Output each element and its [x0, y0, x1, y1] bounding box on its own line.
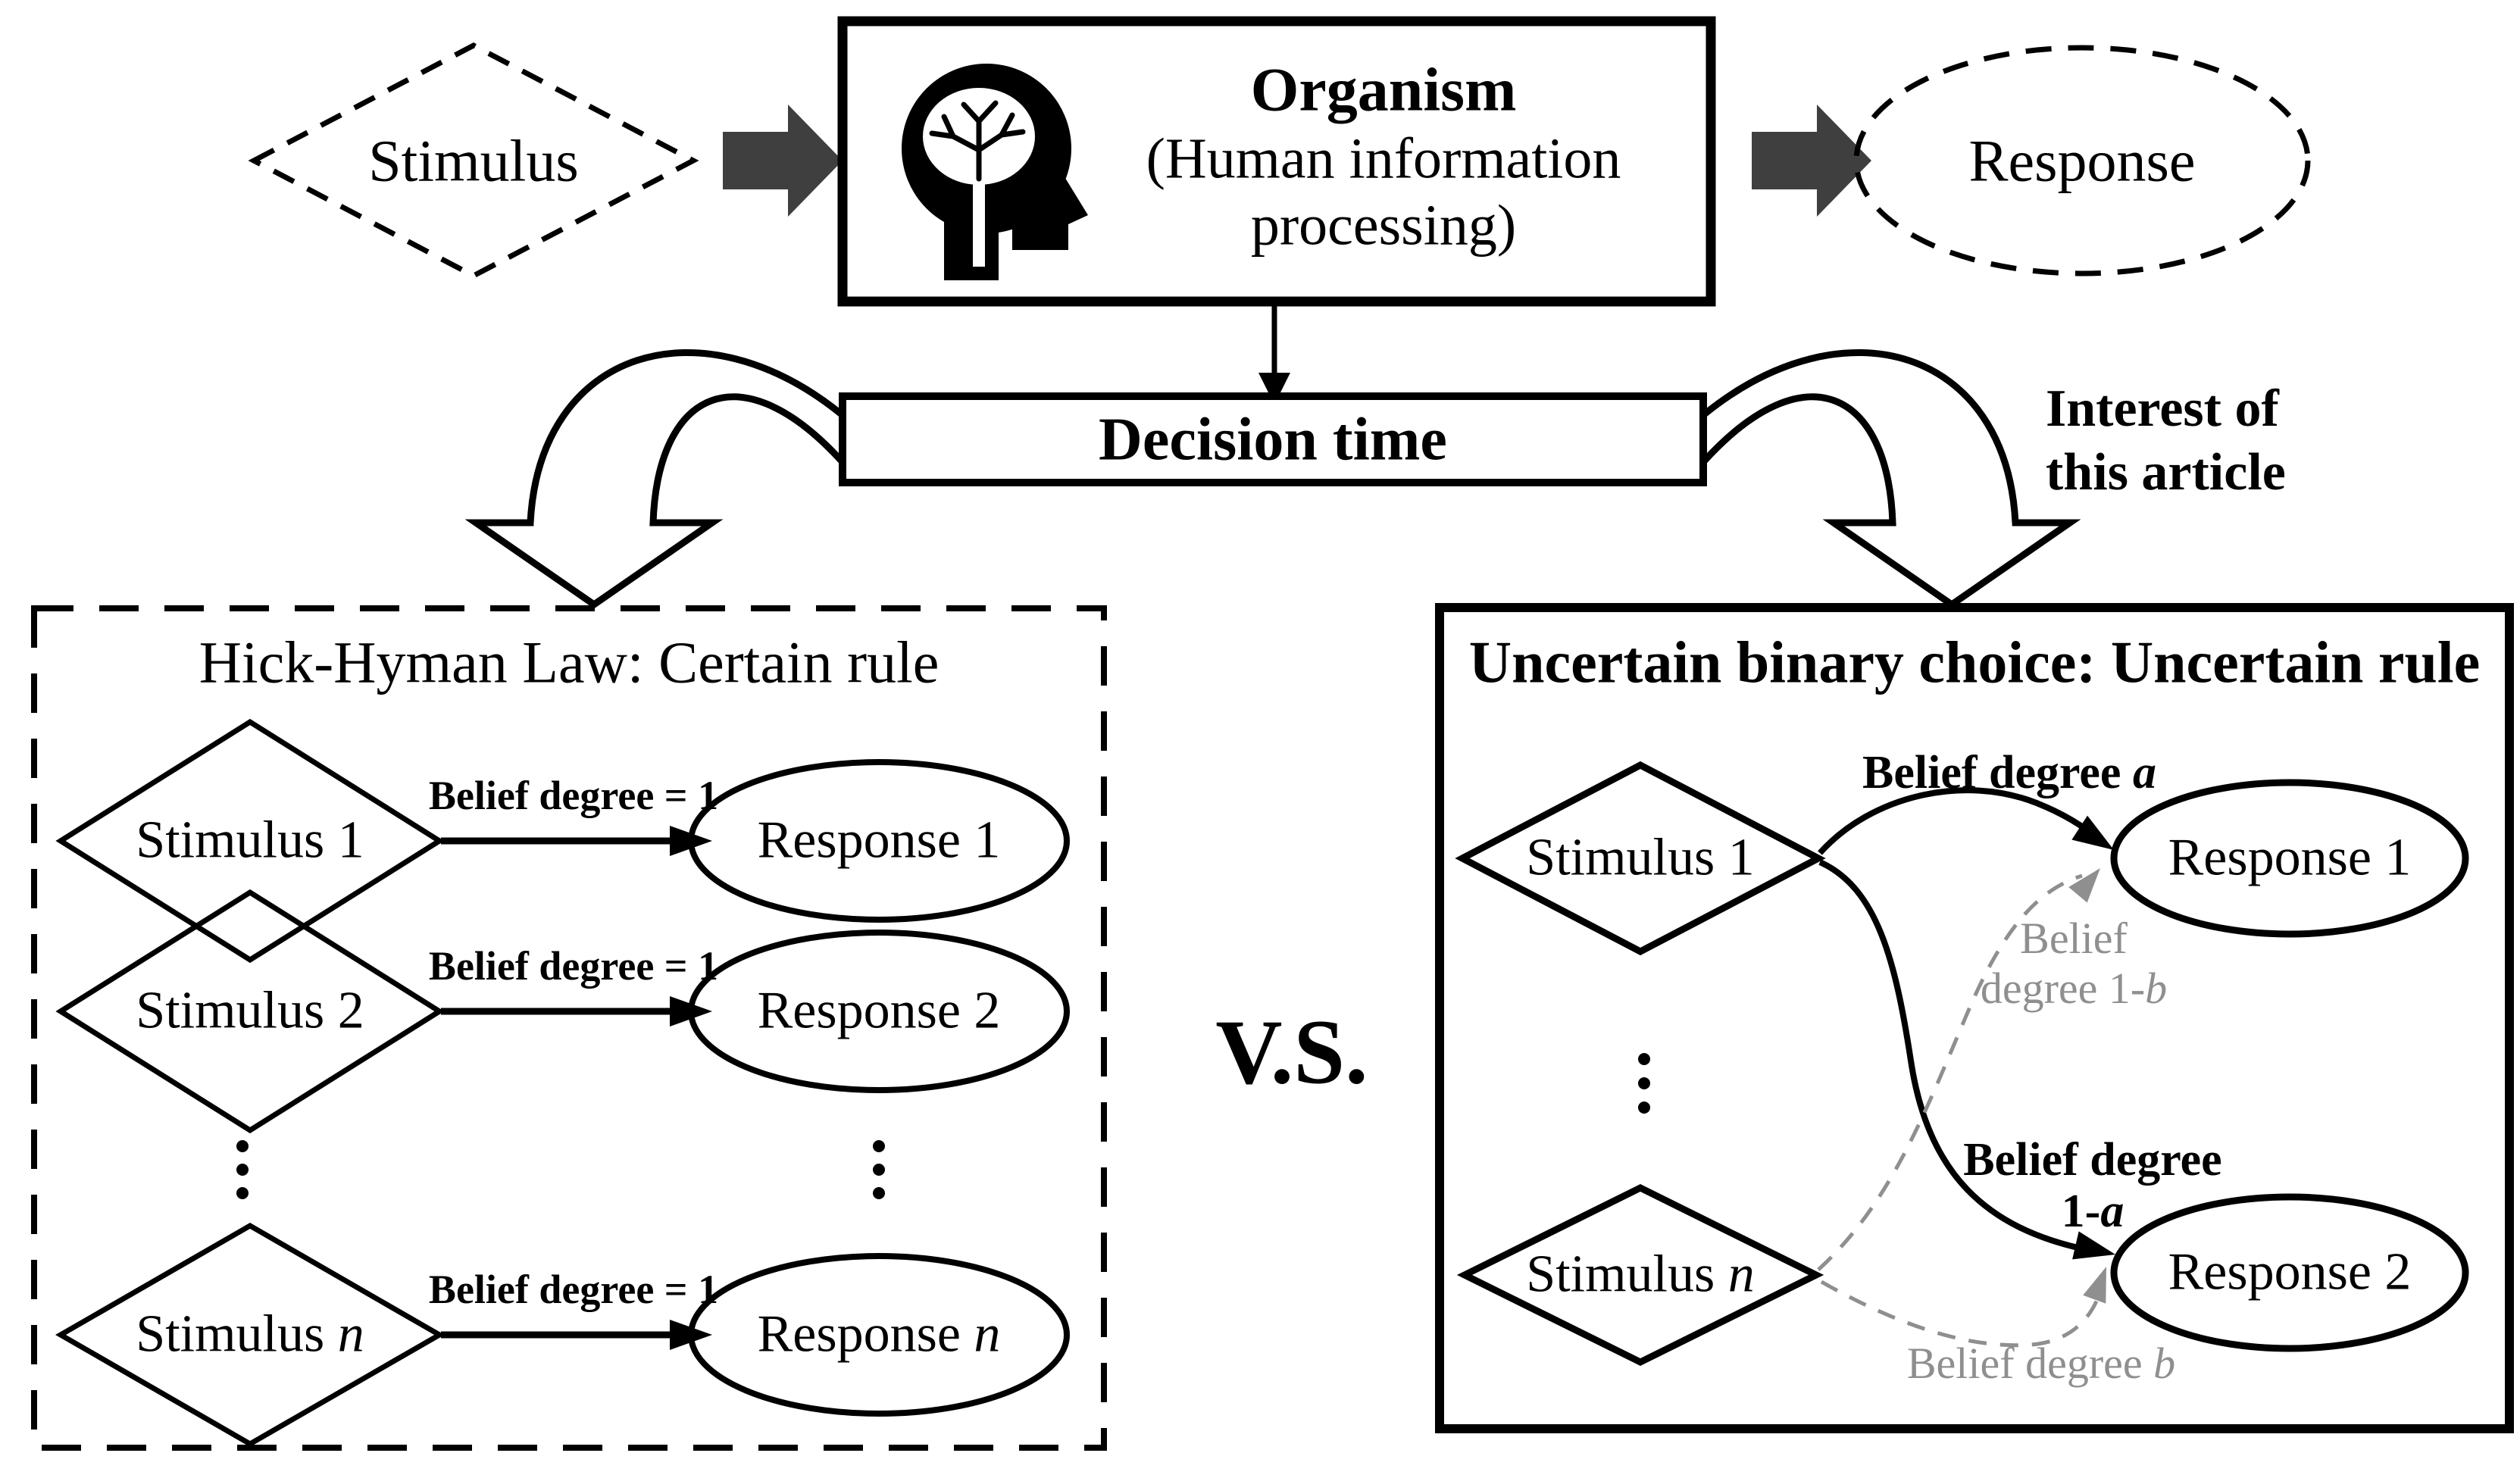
stimulus2-label-left: Stimulus 2: [136, 981, 364, 1040]
belief-1b-line2-prefix: degree 1-: [1980, 964, 2146, 1013]
brain-head-icon: [902, 64, 1088, 280]
left-panel-title: Hick-Hyman Law: Certain rule: [199, 629, 940, 695]
belief-1a-label: Belief degree 1-a: [1963, 1134, 2221, 1237]
response-n-var: n: [974, 1305, 1001, 1364]
belief-degree-1-label-row-n: Belief degree = 1: [428, 1266, 719, 1312]
belief-b-arrow: [1820, 1267, 2106, 1348]
certain-arrow-row-n: [441, 1320, 712, 1350]
right-panel-title: Uncertain binary choice: Uncertain rule: [1468, 629, 2481, 695]
vertical-ellipsis-left-responses: [873, 1140, 885, 1199]
interest-note: Interest of this article: [2046, 377, 2286, 505]
stimulus1-diamond-left: [55, 718, 445, 964]
response2-label-right: Response 2: [2168, 1242, 2412, 1301]
belief-1b-line2: degree 1-b: [1981, 964, 2167, 1014]
stimulus-diamond: [248, 42, 699, 279]
stimulus1-label-left: Stimulus 1: [136, 811, 364, 870]
interest-note-line1: Interest of: [2046, 380, 2279, 438]
belief-b-prefix: Belief degree: [1906, 1338, 2154, 1388]
belief-a-var: a: [2132, 746, 2156, 798]
belief-1b-arrow: [1817, 868, 2100, 1271]
vertical-ellipsis-left-stimuli: [236, 1140, 249, 1199]
response-label: Response: [1968, 127, 2196, 194]
response1-ellipse-right: [2110, 779, 2469, 938]
stimulus-n-label-left: Stimulus n: [136, 1305, 364, 1364]
stimulus-n-right-var: n: [1727, 1245, 1755, 1304]
organism-subtitle-line2: processing): [1250, 193, 1517, 258]
curved-arrow-right-icon: [1699, 348, 2081, 609]
response-ellipse: [1853, 45, 2311, 277]
stimulus-n-label-right: Stimulus n: [1526, 1245, 1755, 1304]
belief-degree-1-label-row1: Belief degree = 1: [428, 772, 719, 818]
stimulus-n-var: n: [337, 1305, 364, 1364]
belief-1a-line2-var: a: [2100, 1186, 2124, 1237]
organism-title: Organism: [1250, 55, 1517, 124]
left-panel-border: [31, 605, 1107, 1451]
decision-time-box: [839, 392, 1707, 486]
stimulus-n-right-prefix: Stimulus: [1526, 1245, 1728, 1304]
stimulus2-diamond-left: [55, 889, 445, 1134]
versus-label: V.S.: [1215, 1001, 1368, 1104]
stimulus-label: Stimulus: [368, 127, 579, 194]
belief-a-arrow: [1818, 787, 2114, 855]
belief-1a-arrow: [1818, 859, 2115, 1260]
flow-arrow-left-icon: [723, 105, 843, 217]
belief-1a-line2: 1-a: [1963, 1186, 2221, 1237]
belief-a-prefix: Belief degree: [1862, 746, 2133, 798]
response1-label-right: Response 1: [2168, 828, 2412, 887]
stimulus-n-prefix: Stimulus: [136, 1305, 338, 1364]
decision-time-label: Decision time: [1099, 406, 1447, 473]
flow-arrow-right-icon: [1752, 105, 1871, 217]
certain-arrow-row1: [441, 826, 712, 856]
stimulus1-diamond-right: [1455, 761, 1826, 956]
stimulus1-label-right: Stimulus 1: [1526, 828, 1755, 887]
organism-to-decision-arrow: [1258, 303, 1290, 405]
belief-b-label: Belief degree b: [1906, 1338, 2176, 1388]
belief-1a-line1: Belief degree: [1963, 1134, 2222, 1186]
response2-label-left: Response 2: [757, 981, 1001, 1040]
belief-1a-line2-prefix: 1-: [2061, 1186, 2101, 1237]
belief-1b-label: Belief degree 1-b: [1981, 914, 2167, 1014]
belief-degree-1-label-row2: Belief degree = 1: [428, 942, 719, 989]
right-panel-border: [1435, 603, 2514, 1433]
vertical-ellipsis-right-stimuli: [1638, 1053, 1650, 1114]
curved-arrow-left-icon: [464, 348, 846, 609]
belief-1b-line2-var: b: [2145, 964, 2168, 1013]
response-n-prefix: Response: [757, 1305, 974, 1364]
response1-label-left: Response 1: [757, 811, 1001, 870]
stimulus-n-diamond-right: [1456, 1183, 1824, 1367]
organism-subtitle-line1: (Human information: [1146, 127, 1621, 191]
certain-arrow-row2: [441, 996, 712, 1026]
belief-a-label: Belief degree a: [1862, 748, 2156, 797]
belief-1b-line1: Belief: [2020, 914, 2128, 963]
interest-note-line2: this article: [2046, 443, 2286, 502]
response-n-label-left: Response n: [757, 1305, 1001, 1364]
response2-ellipse-right: [2110, 1193, 2469, 1352]
belief-b-var: b: [2153, 1338, 2176, 1388]
stimulus-n-diamond-left: [55, 1222, 446, 1448]
